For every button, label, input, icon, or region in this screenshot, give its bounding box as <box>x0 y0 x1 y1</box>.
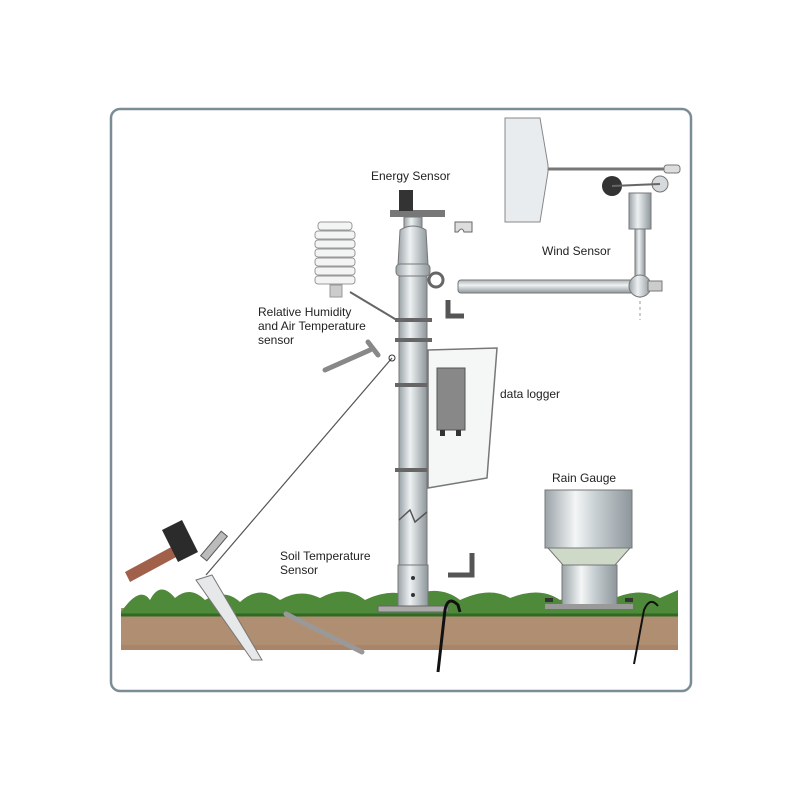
soil-temperature-probe <box>283 611 365 655</box>
rain-gauge <box>544 489 633 609</box>
data-logger <box>427 347 498 489</box>
crossarm <box>457 274 663 298</box>
ground <box>121 589 678 650</box>
mast <box>377 190 475 613</box>
label-data-logger: data logger <box>500 387 561 401</box>
label-line: and Air Temperature <box>258 319 366 333</box>
wrench-icon <box>322 339 381 373</box>
guy-wire <box>199 354 396 576</box>
cable <box>633 600 659 665</box>
radiation-shield <box>314 221 401 323</box>
label-rain-gauge: Rain Gauge <box>552 471 617 485</box>
label-line: Soil Temperature <box>280 549 371 563</box>
ground-stake <box>195 574 263 661</box>
label-energy-sensor: Energy Sensor <box>371 169 451 183</box>
cable <box>436 599 462 673</box>
label-wind-sensor: Wind Sensor <box>542 244 611 258</box>
label-line: Relative Humidity <box>258 305 352 319</box>
label-rh-air-temp: Relative Humidity and Air Temperature se… <box>258 305 366 347</box>
label-line: Sensor <box>280 563 319 577</box>
label-line: sensor <box>258 333 295 347</box>
hammer-icon <box>125 520 198 582</box>
label-soil-temperature: Soil Temperature Sensor <box>280 549 371 577</box>
wind-sensor <box>504 117 681 320</box>
